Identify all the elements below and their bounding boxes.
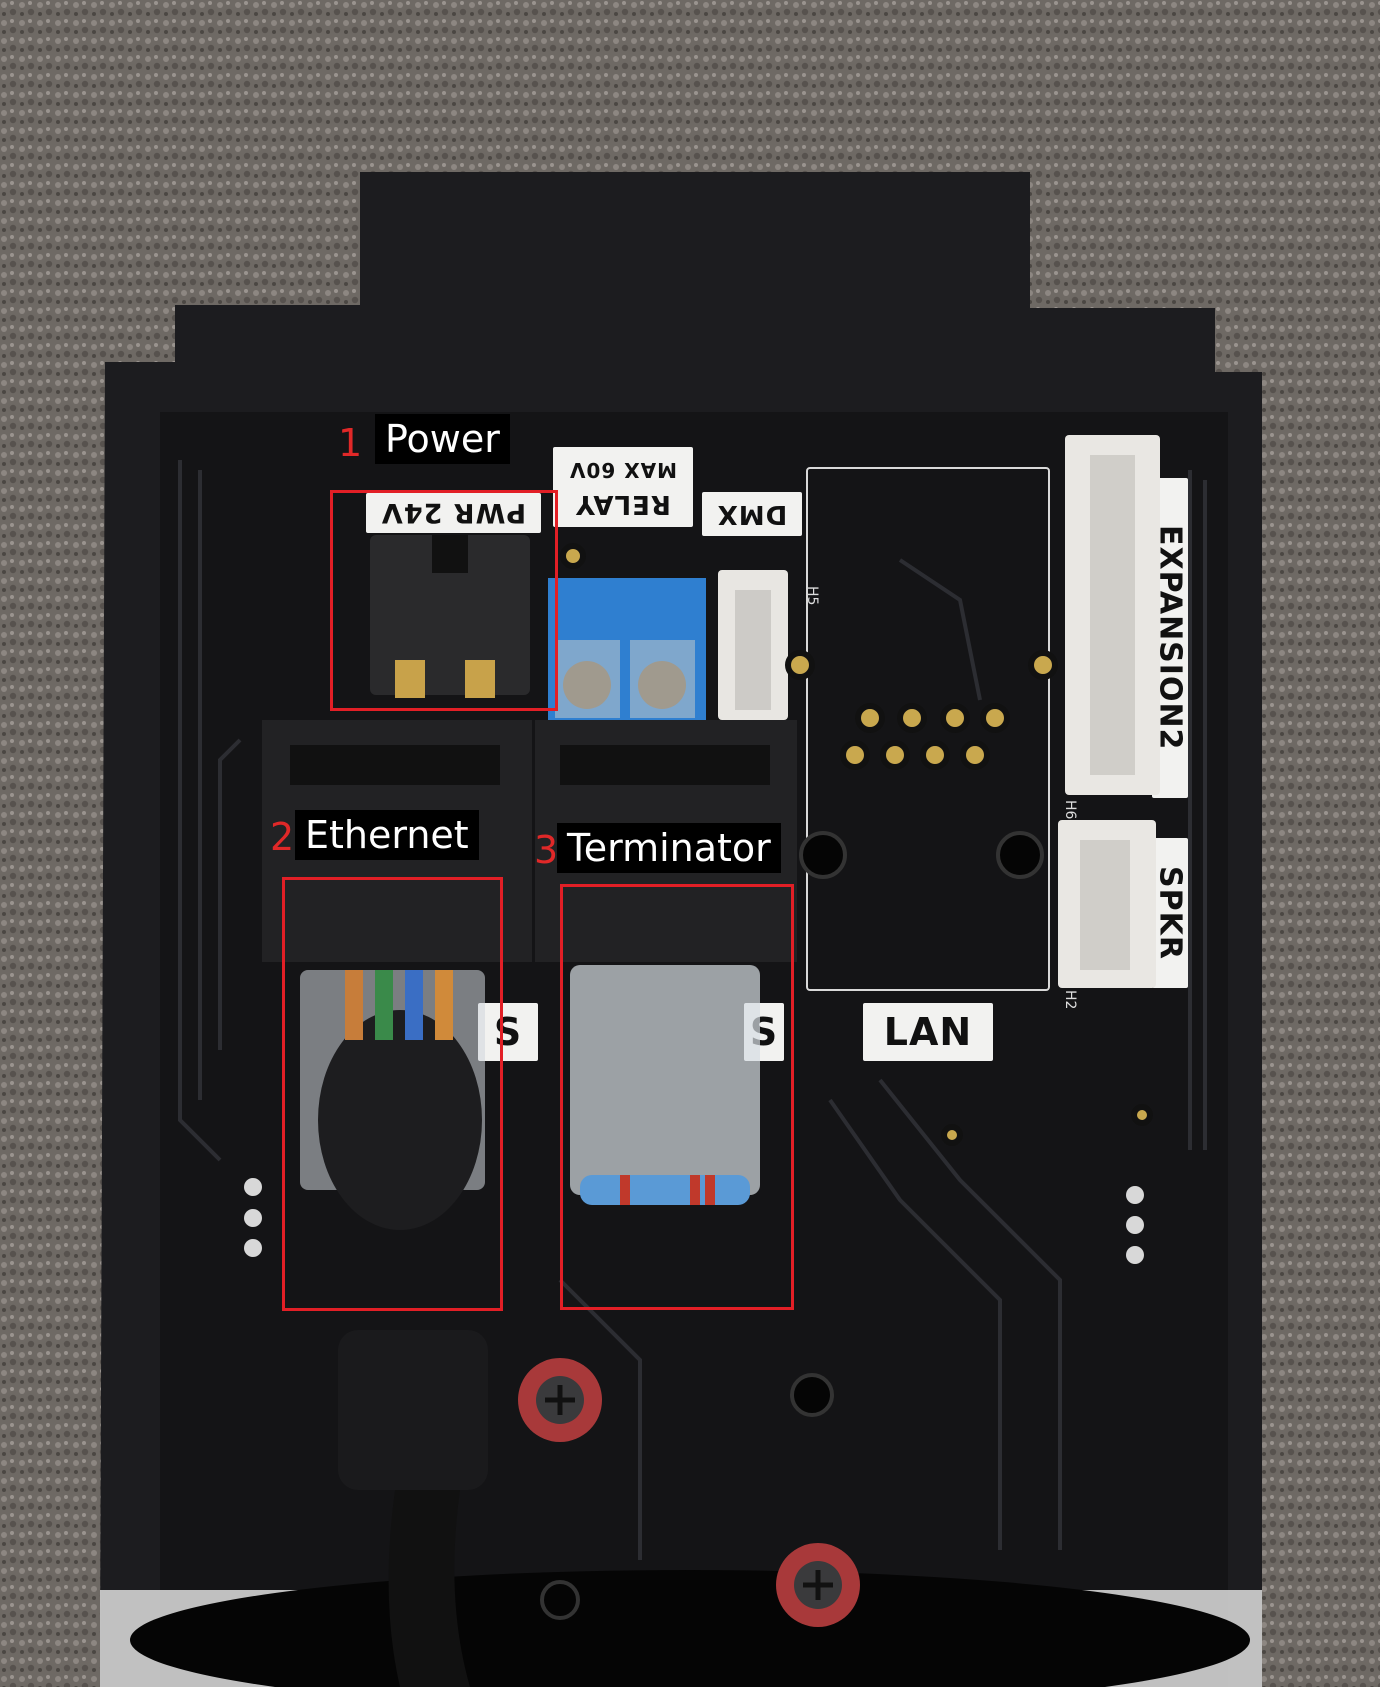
ethernet-callout-box: [282, 877, 503, 1311]
power-callout-box: [330, 490, 558, 711]
spkr-label: SPKR: [1152, 838, 1188, 988]
mounting-screw-1: [518, 1358, 602, 1442]
ethernet-callout-label: Ethernet: [295, 810, 479, 860]
terminator-plug: [570, 965, 760, 1205]
speaker-header: [1058, 820, 1156, 988]
expansion-header: [1065, 435, 1160, 795]
h5-marker: H5: [804, 586, 820, 606]
relay-terminal-block: [548, 578, 706, 724]
lan-module-outline: [806, 467, 1050, 991]
power-callout-number: 1: [338, 421, 363, 465]
ethernet-cable: [300, 970, 488, 1687]
h6-marker: H6: [1062, 800, 1078, 820]
h2-marker: H2: [1062, 990, 1078, 1010]
terminator-callout-box: [560, 884, 794, 1310]
power-connector: [370, 535, 530, 698]
power-callout-label: Power: [375, 414, 510, 464]
ethernet-callout-number: 2: [270, 815, 295, 859]
dmx-connector: [718, 570, 788, 720]
terminator-callout-number: 3: [534, 828, 559, 872]
lan-label: LAN: [863, 1003, 993, 1061]
partial-s-label-left: S: [478, 1003, 538, 1061]
mounting-screw-2: [776, 1543, 860, 1627]
terminator-callout-label: Terminator: [557, 823, 781, 873]
